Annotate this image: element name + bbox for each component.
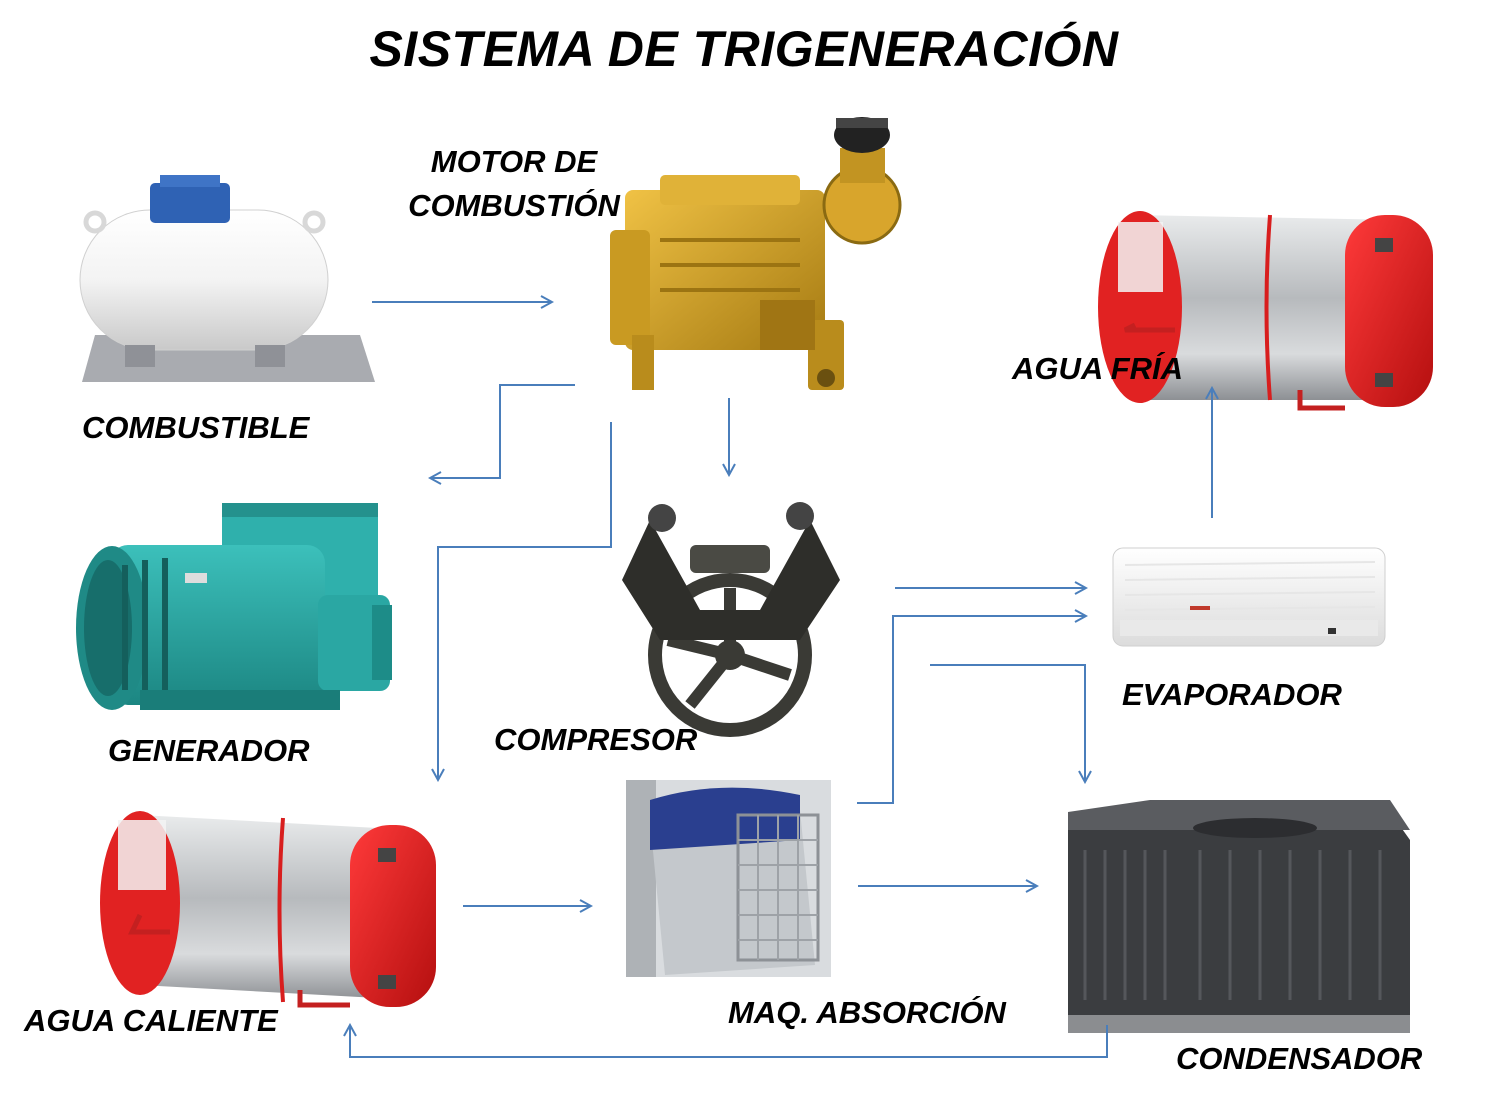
label-motor-line2: COMBUSTIÓN — [408, 188, 620, 223]
label-agua-caliente: AGUA CALIENTE — [24, 1003, 278, 1038]
split-ac-icon — [1112, 547, 1386, 647]
condenser-unit-icon — [1068, 800, 1410, 1033]
flow-arrow-condensador-agua-caliente — [350, 1025, 1108, 1058]
flow-arrow-motor-agua-caliente — [438, 422, 612, 780]
label-compresor: COMPRESOR — [494, 722, 698, 757]
flow-arrow-absorcion-evaporador — [857, 616, 1086, 804]
fuel-tank-icon — [79, 175, 375, 382]
water-heater-icon — [100, 811, 436, 1008]
flow-arrows — [350, 302, 1212, 1058]
label-generador: GENERADOR — [108, 733, 310, 768]
label-motor-line1: MOTOR DE — [430, 144, 598, 179]
flow-arrow-compresor-condensador — [930, 664, 1085, 782]
label-evaporador: EVAPORADOR — [1122, 677, 1342, 712]
label-maq-absorcion: MAQ. ABSORCIÓN — [728, 995, 1006, 1030]
label-combustible: COMBUSTIBLE — [82, 410, 310, 445]
flow-arrow-motor-generador — [430, 384, 575, 478]
absorption-chiller-icon — [626, 780, 831, 977]
generator-icon — [76, 503, 392, 710]
water-heater-icon — [1098, 211, 1433, 411]
label-agua-fria: AGUA FRÍA — [1012, 351, 1184, 386]
label-motor-combustion: MOTOR DE COMBUSTIÓN — [398, 140, 630, 228]
engine-icon — [610, 117, 902, 390]
compressor-icon — [622, 502, 840, 737]
diagram-title: SISTEMA DE TRIGENERACIÓN — [369, 21, 1119, 77]
label-condensador: CONDENSADOR — [1176, 1041, 1423, 1076]
